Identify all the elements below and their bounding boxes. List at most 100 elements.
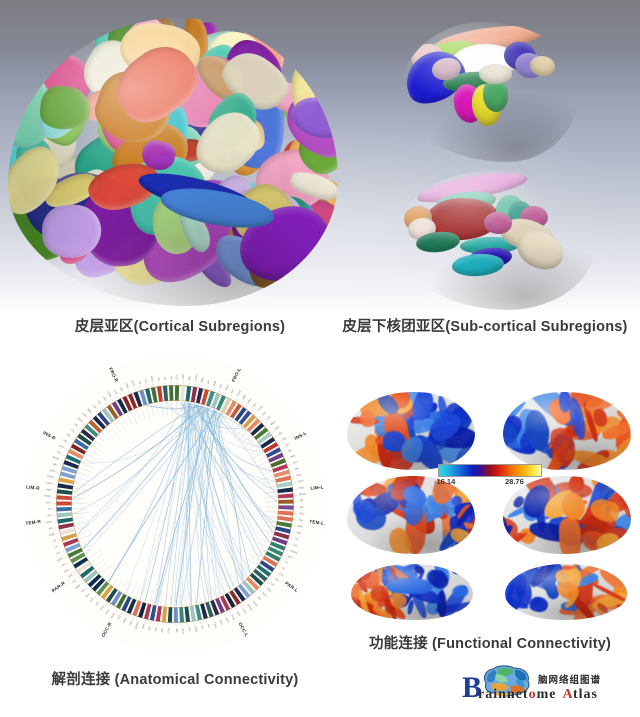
connectogram-region-label: c21m (297, 479, 304, 483)
connectogram-region-label: v42cd (46, 475, 54, 479)
connectogram-region-label: r37c (219, 620, 224, 626)
connectogram-segment (184, 606, 191, 622)
connectogram-group-label: LIM-R (26, 484, 41, 490)
connectogram-chord (189, 402, 224, 595)
connectogram-segment (122, 396, 133, 412)
connectogram-segment (210, 600, 220, 616)
connectogram-chord (155, 401, 185, 605)
connectogram-segment (249, 572, 264, 586)
colorbar-gradient (438, 464, 542, 477)
connectogram-segment (116, 593, 127, 609)
connectogram-region-label: V12m (45, 520, 52, 524)
connectogram-chord (214, 410, 244, 581)
connectogram-segment (68, 449, 84, 460)
connectogram-region-label: r9d (170, 376, 173, 380)
connectogram-segment (275, 526, 291, 534)
connectogram-segment (117, 398, 128, 414)
connectogram-region-label: v3m (292, 461, 297, 465)
connectogram-region-label: v12cd (257, 405, 264, 412)
connectogram-segment (278, 505, 294, 510)
connectogram-segment (216, 395, 226, 411)
connectogram-chord (199, 405, 277, 492)
connectogram-group-label: TEM-R (25, 519, 42, 526)
connectogram-region-label: v11r (72, 579, 78, 584)
connectogram-region-label: v3cd (49, 469, 55, 473)
connectogram-region-label: r42rv (63, 568, 70, 574)
connectogram-segment (168, 385, 174, 401)
connectogram-segment (73, 557, 89, 569)
connectogram-region-label: v7m (266, 416, 272, 421)
connectogram-segment (105, 588, 118, 603)
connectogram-region-label: L1r (281, 566, 286, 571)
connectogram-region-label: A20 (236, 611, 241, 617)
connectogram-group-label: LIM-L (310, 484, 324, 490)
connectogram-region-label: M42m (299, 493, 306, 496)
connectogram-chord (187, 403, 217, 598)
connectogram-region-label: S20c (274, 425, 281, 431)
connectogram-region-label: v21 (81, 588, 86, 593)
connectogram-region-label: r5v (188, 627, 191, 632)
connectogram-region-label: r41l (284, 443, 289, 448)
connectogram-chord (206, 407, 223, 424)
connectogram-region-label: v37r (287, 555, 293, 560)
connectogram-segment (139, 389, 148, 406)
connectogram-segment (277, 487, 293, 494)
connectogram-segment (278, 499, 294, 504)
connectogram-segment (233, 587, 246, 602)
brain-icon (483, 665, 530, 697)
connectogram-segment (132, 600, 142, 617)
connectogram-region-label: A11l (113, 389, 118, 395)
caption-cortical: 皮层亚区(Cortical Subregions) (0, 315, 360, 336)
caption-anatomical-text: 解剖连接 (Anatomical Connectivity) (51, 672, 299, 688)
connectogram-segment (224, 592, 236, 608)
connectogram-segment (56, 506, 72, 512)
connectogram-segment (111, 401, 123, 417)
connectogram-region-label: A21v (261, 592, 268, 599)
connectogram-group-label: TEM-L (309, 519, 325, 526)
connectogram-segment (185, 386, 192, 402)
connectogram-chord (199, 409, 215, 601)
connectogram-chord (189, 402, 235, 588)
connectogram-segment (256, 564, 272, 577)
connectogram-region-label: S9m (290, 454, 296, 459)
connectogram-segment (242, 580, 255, 595)
fc-brain-view-5 (351, 564, 473, 620)
connectogram-segment (106, 404, 119, 420)
connectogram-segment (67, 547, 83, 558)
connectogram-region-label: d40cd (52, 456, 60, 461)
connectogram-chord (76, 402, 186, 535)
connectogram-region-label: M12r (298, 486, 304, 490)
connectogram-region-label: V2v (252, 402, 258, 408)
connectogram-segment (58, 477, 75, 485)
connectogram-region-label: r21m (278, 572, 284, 578)
connectogram-segment (237, 583, 251, 599)
connectogram-region-label: S1 (163, 377, 166, 381)
connectogram-segment (253, 568, 268, 582)
connectogram-segment (179, 607, 185, 623)
connectogram-chord (209, 408, 266, 553)
connectogram-segment (56, 512, 73, 518)
connectogram-segment (257, 432, 272, 445)
connectogram-chord (198, 404, 226, 594)
connectogram-segment (110, 591, 123, 606)
connectogram-segment (220, 595, 231, 611)
connectogram-region-label: v12c (59, 444, 66, 449)
connectogram-segment (155, 606, 162, 622)
connectogram-segment (56, 495, 72, 501)
connectogram-region-label: c40cd (56, 557, 64, 563)
connectogram-segment (156, 386, 163, 402)
connectogram-region-label: I44r (119, 387, 124, 392)
connectogram-chord (139, 403, 187, 601)
connectogram-chord (184, 402, 244, 581)
connectogram-region-label: r6r (138, 381, 142, 385)
connectogram-chord (189, 403, 261, 562)
connectogram-segment (272, 536, 288, 546)
fc-activation-patch (528, 594, 550, 614)
logo-word-atlas-rest: tlas (572, 687, 598, 702)
connectogram-region-label: V6l (92, 405, 97, 410)
connectogram-segment (250, 422, 265, 436)
connectogram-segment (229, 590, 241, 605)
connectogram-segment (143, 603, 152, 620)
connectogram-region-label: M6d (86, 408, 92, 414)
